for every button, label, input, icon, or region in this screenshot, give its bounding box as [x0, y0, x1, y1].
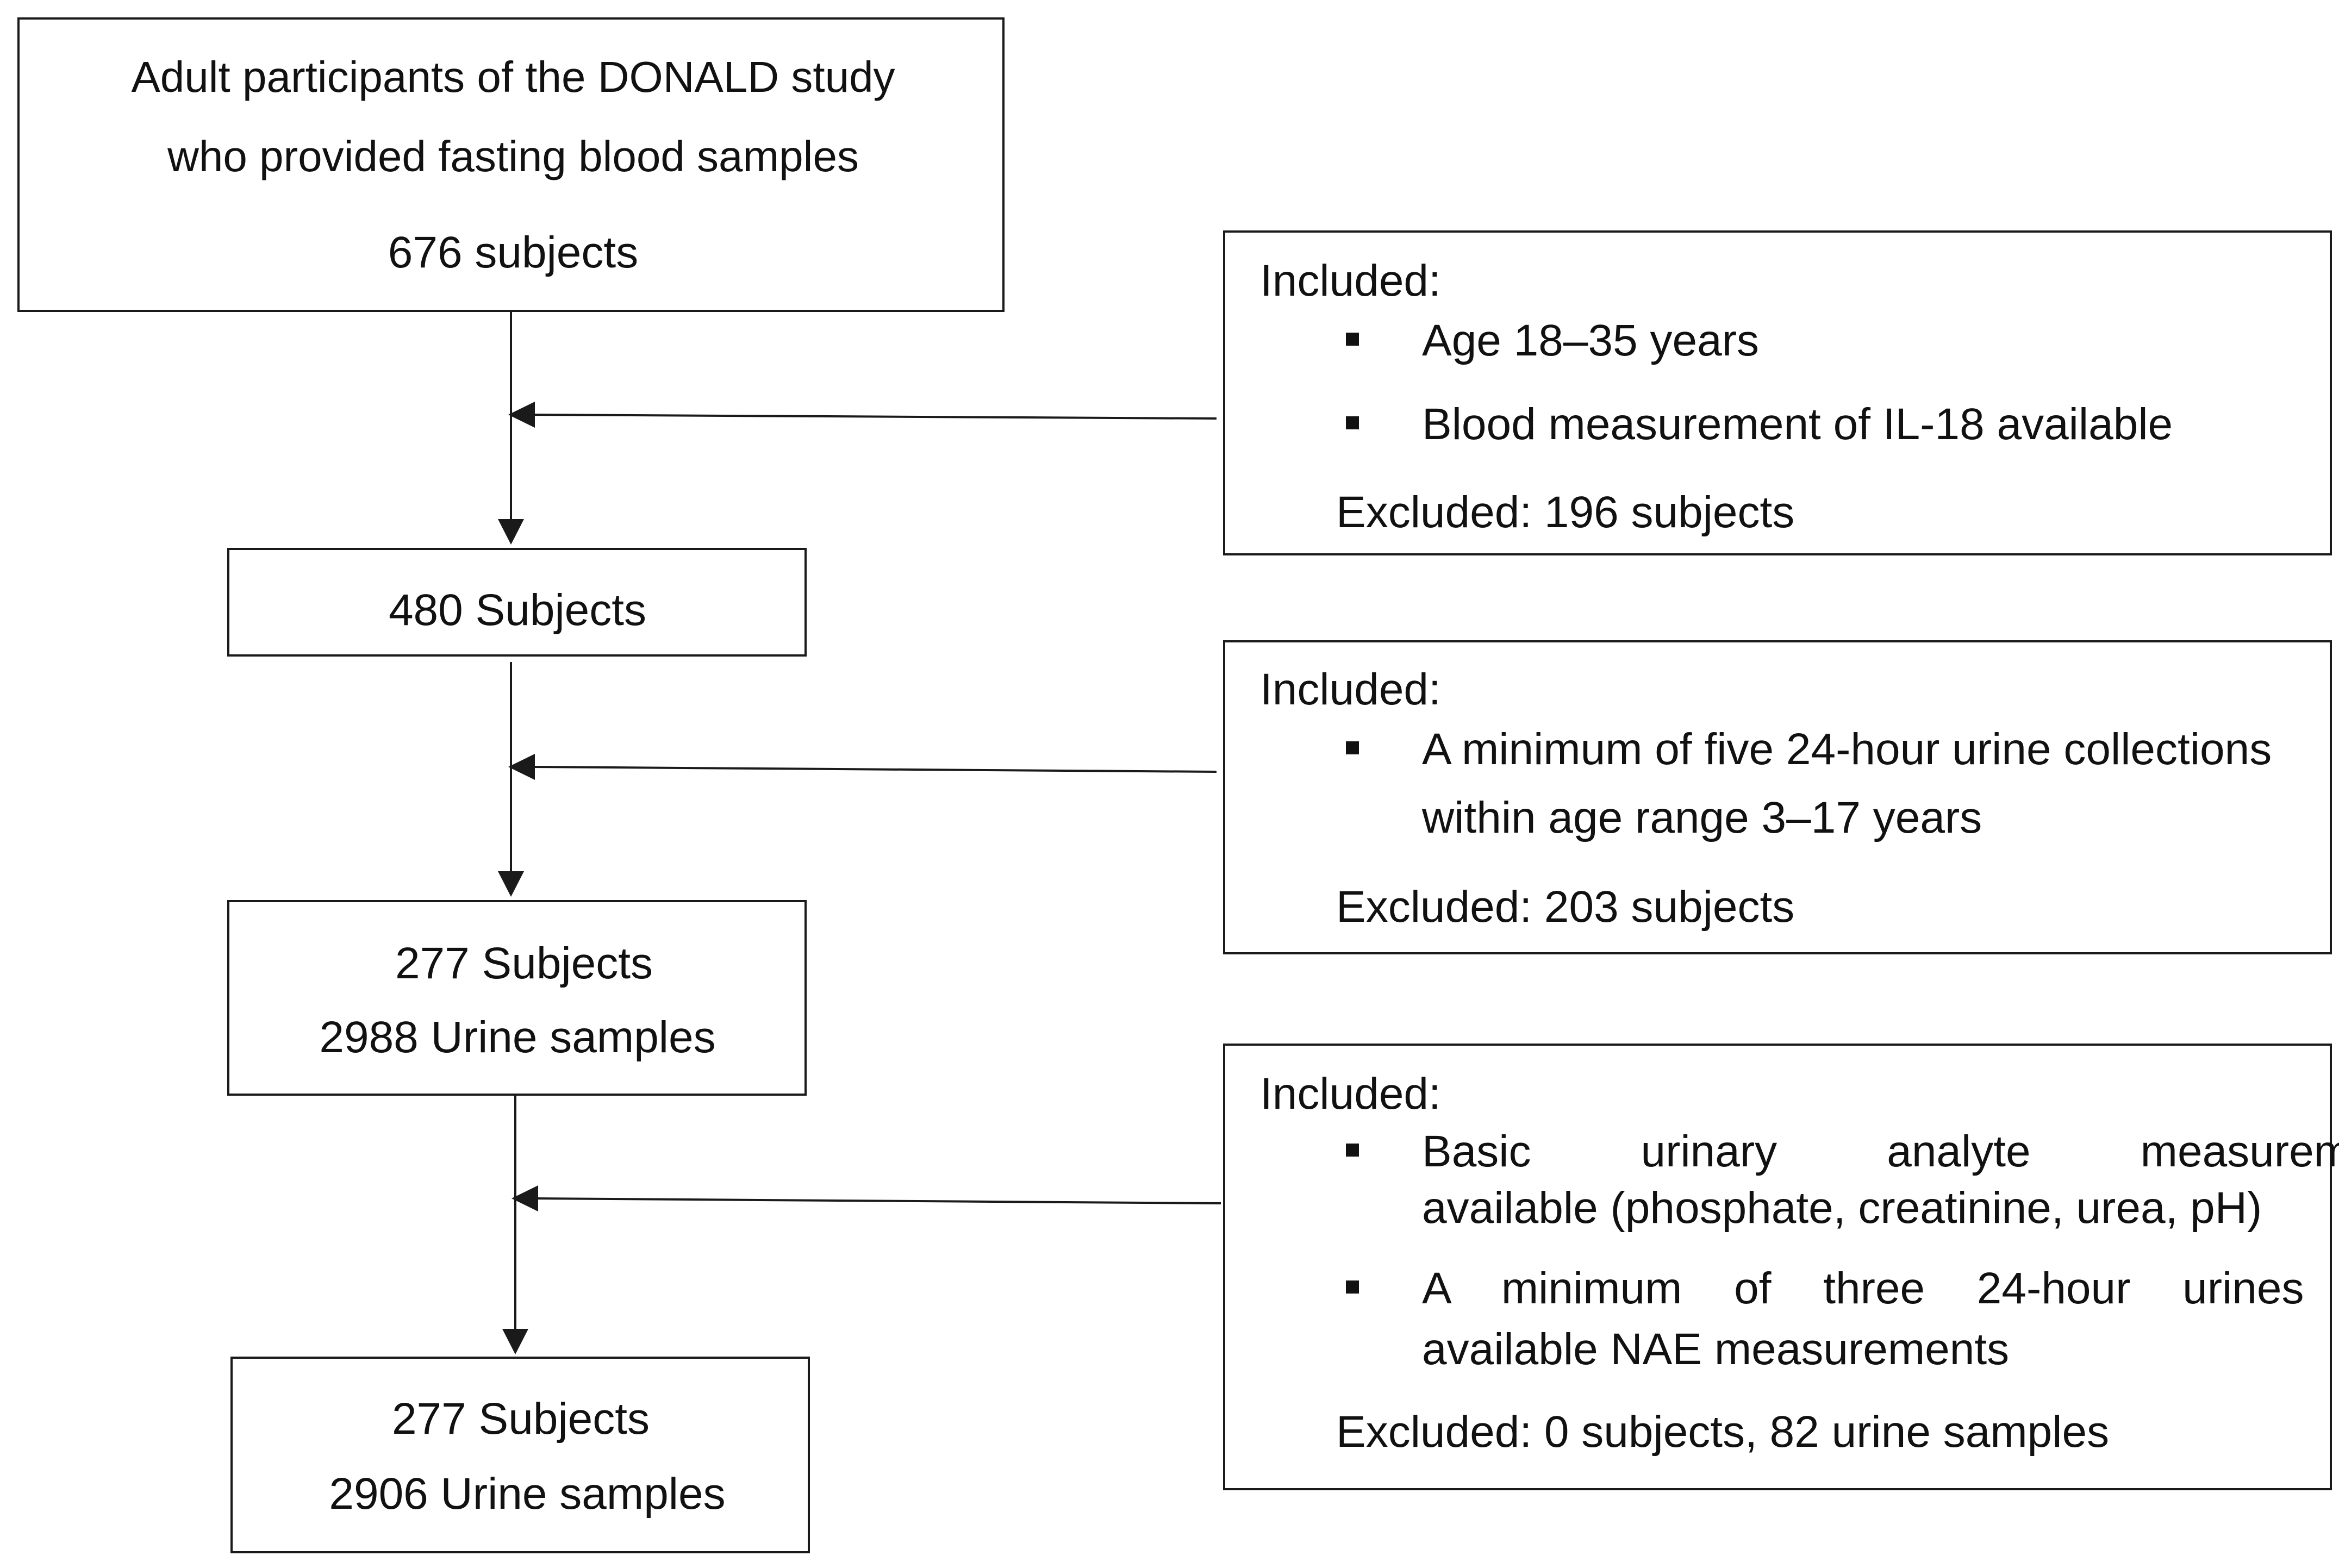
criteria-2-item-1-line2: within age range 3–17 years [1422, 793, 1982, 842]
criteria-2-heading: Included: [1260, 665, 1441, 714]
criteria-3-bullet-1 [1346, 1144, 1359, 1157]
criteria-1-bullet-1 [1346, 333, 1359, 346]
start-box-count: 676 subjects [388, 228, 639, 277]
step2-box-line2: 2988 Urine samples [319, 1013, 716, 1062]
side-arrowhead-3 [512, 1185, 538, 1211]
start-box-line2: who provided fasting blood samples [167, 132, 859, 180]
side-arrowhead-1 [508, 402, 535, 428]
side-arrow-2-line [531, 766, 1217, 773]
step1-box-line1: 480 Subjects [388, 585, 647, 635]
criteria-3-item-1-line1: Basic urinary analyte measurements [1422, 1127, 2339, 1176]
criteria-box-2: Included: A minimum of five 24-hour urin… [1223, 640, 2332, 954]
criteria-1-item-1: Age 18–35 years [1422, 316, 1760, 365]
start-box-line1: Adult participants of the DONALD study [131, 53, 895, 101]
criteria-3-item-2-line1: A minimum of three 24-hour urines with [1422, 1264, 2339, 1313]
criteria-2-excluded: Excluded: 203 subjects [1336, 882, 1795, 932]
criteria-1-bullet-2 [1346, 416, 1359, 429]
criteria-3-excluded: Excluded: 0 subjects, 82 urine samples [1336, 1407, 2110, 1457]
down-arrowhead-2 [498, 871, 524, 897]
side-arrow-1-line [531, 414, 1217, 420]
criteria-box-3: Included: Basic urinary analyte measurem… [1223, 1044, 2339, 1490]
criteria-2-bullet-1 [1346, 741, 1359, 754]
start-box: Adult participants of the DONALD study w… [17, 17, 1005, 312]
criteria-2-item-1-line1: A minimum of five 24-hour urine collecti… [1422, 724, 2272, 774]
criteria-1-item-2: Blood measurement of IL-18 available [1422, 399, 2173, 449]
criteria-3-item-2-line2: available NAE measurements [1422, 1325, 2010, 1374]
criteria-1-excluded: Excluded: 196 subjects [1336, 488, 1795, 537]
criteria-1-heading: Included: [1260, 256, 1441, 305]
down-arrowhead-3 [502, 1329, 528, 1354]
step1-box: 480 Subjects [227, 548, 807, 657]
step2-box: 277 Subjects 2988 Urine samples [227, 900, 807, 1096]
criteria-3-heading: Included: [1260, 1069, 1441, 1119]
step3-box: 277 Subjects 2906 Urine samples [230, 1357, 810, 1553]
down-arrowhead-1 [498, 519, 524, 545]
criteria-3-bullet-2 [1346, 1280, 1359, 1294]
side-arrow-3-line [534, 1197, 1221, 1204]
step2-box-line1: 277 Subjects [395, 939, 653, 988]
step3-box-line1: 277 Subjects [391, 1394, 650, 1444]
step3-box-line2: 2906 Urine samples [329, 1469, 726, 1519]
criteria-box-1: Included: Age 18–35 years Blood measurem… [1223, 230, 2332, 555]
side-arrowhead-2 [508, 754, 535, 780]
criteria-3-item-1-line2: available (phosphate, creatinine, urea, … [1422, 1183, 2262, 1233]
